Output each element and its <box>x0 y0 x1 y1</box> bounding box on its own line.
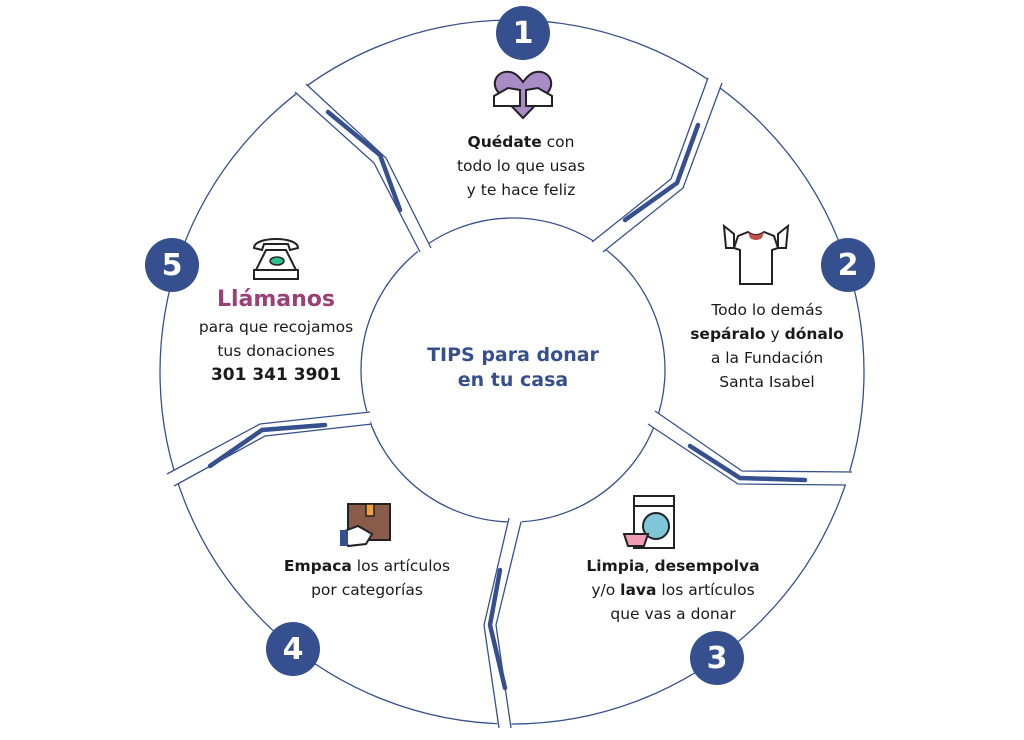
step-5-badge: 5 <box>145 238 199 292</box>
center-title-line1: TIPS para donar <box>427 344 599 366</box>
step-2-keyword-2: dónalo <box>784 325 844 343</box>
step-2-keyword-1: sepáralo <box>690 325 766 343</box>
step-3-post: los artículos <box>656 581 755 599</box>
step-5-title: Llámanos <box>216 287 336 312</box>
step-2-line1: Todo lo demás <box>711 301 823 319</box>
step-2-line3: a la Fundación <box>710 349 824 367</box>
step-2-mid: y <box>765 325 785 343</box>
step-4-badge: 4 <box>266 622 320 676</box>
step-1-text: Quédate con todo lo que usas y te hace f… <box>406 130 636 202</box>
heart-hands-icon <box>493 70 553 120</box>
center-title: TIPS para donar en tu casa <box>413 343 613 393</box>
step-2-line4: Santa Isabel <box>719 373 815 391</box>
step-1-badge: 1 <box>496 6 550 60</box>
step-3-pre: y/o <box>591 581 621 599</box>
center-title-line2: en tu casa <box>457 369 569 391</box>
step-3-keyword-1: Limpia <box>586 557 645 575</box>
step-5-line2: para que recojamos <box>198 318 354 336</box>
shirt-hands-icon <box>722 223 790 285</box>
step-3-line3: que vas a donar <box>610 605 736 623</box>
telephone-icon <box>252 238 300 280</box>
step-4-line2: por categorías <box>311 581 423 599</box>
step-1-line3: y te hace feliz <box>466 181 576 199</box>
step-2-badge: 2 <box>821 238 875 292</box>
washing-machine-icon <box>622 495 675 549</box>
step-1-line2: todo lo que usas <box>456 157 586 175</box>
step-5-line3: tus donaciones <box>217 342 335 360</box>
phone-number: 301 341 3901 <box>210 365 342 385</box>
step-3-badge: 3 <box>690 631 744 685</box>
step-2-text: Todo lo demás sepáralo y dónalo a la Fun… <box>652 298 882 394</box>
accent-strokes <box>207 109 808 691</box>
step-3-keyword-3: lava <box>620 581 657 599</box>
step-5-text: Llámanos para que recojamos tus donacion… <box>161 285 391 387</box>
box-hand-icon <box>340 503 391 548</box>
step-4-line1: los artículos <box>351 557 451 575</box>
step-3-keyword-2: desempolva <box>654 557 760 575</box>
step-4-keyword: Empaca <box>283 557 352 575</box>
step-1-line1: con <box>541 133 575 151</box>
step-4-text: Empaca los artículos por categorías <box>252 554 482 602</box>
step-3-mid: , <box>644 557 655 575</box>
step-1-keyword: Quédate <box>467 133 542 151</box>
step-3-text: Limpia, desempolva y/o lava los artículo… <box>543 554 803 626</box>
